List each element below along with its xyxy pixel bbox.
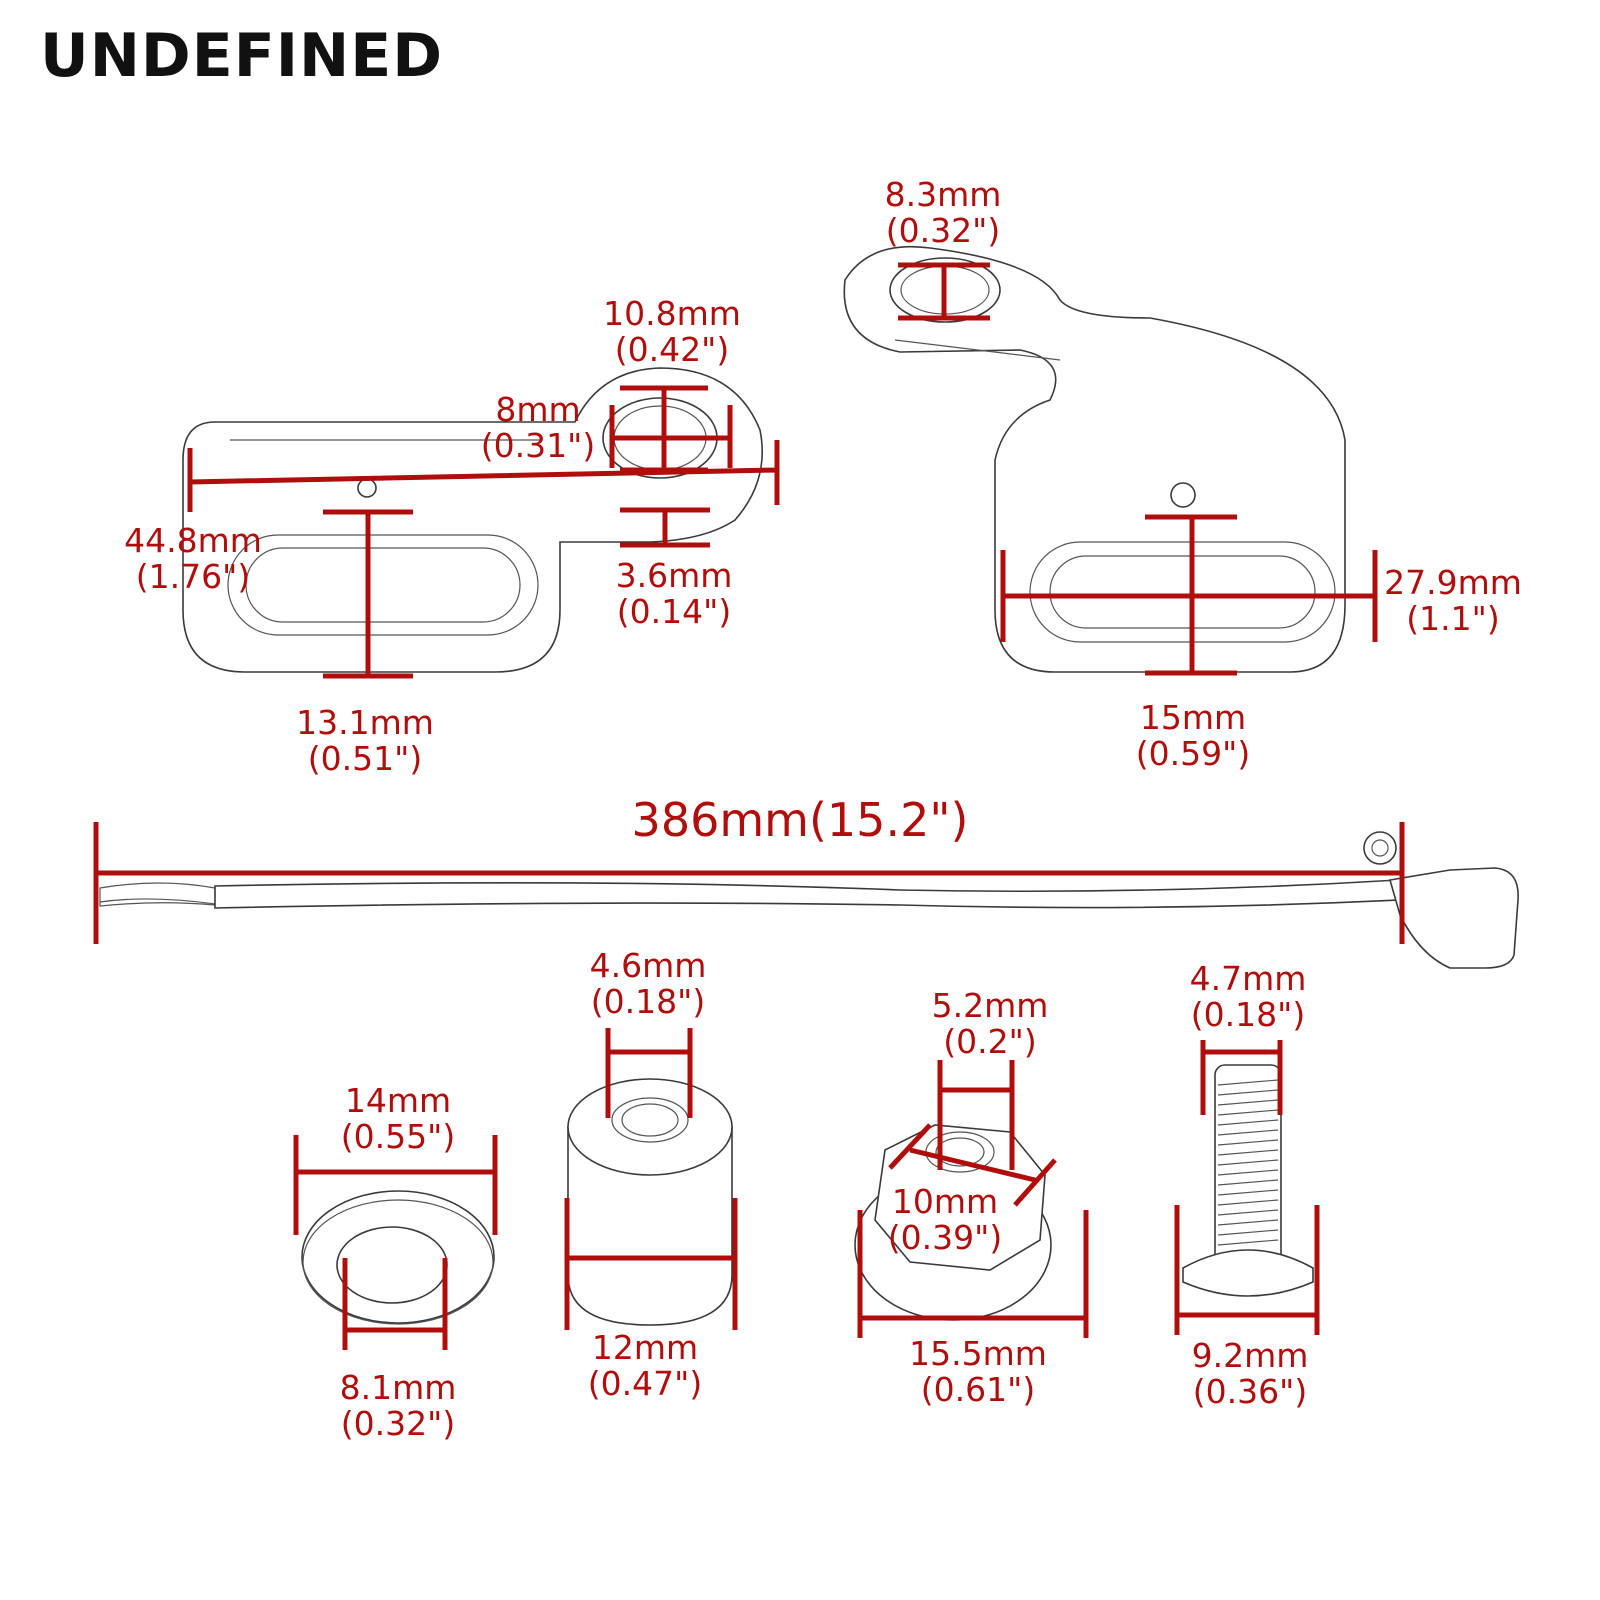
label-nut-flange: 15.5mm (0.61"): [909, 1334, 1047, 1409]
cable-outline: [99, 831, 1519, 969]
dim-line-bolt-thread: [1200, 1040, 1283, 1115]
dim-line-bracket-left-thickness: [620, 507, 710, 548]
label-bracket-right-height: 15mm (0.59"): [1135, 698, 1251, 773]
label-bracket-right-width: 27.9mm (1.1"): [1384, 563, 1522, 638]
dim-line-bracket-left-height: [323, 509, 413, 679]
label-bracket-left-thickness: 3.6mm (0.14"): [615, 556, 733, 631]
dim-line-nut-hex: [888, 1123, 1057, 1207]
dim-line-spacer-hole: [605, 1028, 693, 1118]
bracket-right-outline: [843, 245, 1346, 673]
label-bracket-left-ring: 10.8mm (0.42"): [603, 294, 741, 369]
dim-line-bracket-left-ring: [620, 385, 708, 473]
label-bracket-right-hole: 8.3mm (0.32"): [884, 175, 1002, 250]
dim-line-bracket-right-hole: [898, 262, 990, 321]
flange-nut-outline: [854, 1124, 1052, 1321]
dim-line-washer-inner: [342, 1258, 448, 1350]
label-bolt-head: 9.2mm (0.36"): [1191, 1336, 1309, 1411]
washer-outline: [301, 1190, 495, 1325]
dim-line-bracket-right-width: [1000, 550, 1378, 642]
label-bolt-thread: 4.7mm (0.18"): [1189, 959, 1307, 1034]
dimension-lines: [93, 262, 1405, 1350]
label-bracket-left-length: 44.8mm (1.76"): [124, 521, 262, 596]
dim-line-nut-flange: [857, 1210, 1089, 1338]
dim-line-nut-hole: [937, 1060, 1015, 1170]
spacer-outline: [567, 1078, 733, 1326]
label-cable-length: 386mm(15.2"): [631, 793, 969, 847]
label-bracket-left-height: 13.1mm (0.51"): [296, 703, 434, 778]
label-nut-hex: 10mm (0.39"): [887, 1182, 1003, 1257]
brand-logo: UNDEFINED: [40, 21, 444, 91]
label-nut-hole: 5.2mm (0.2"): [931, 986, 1049, 1061]
label-bracket-left-hole: 8mm (0.31"): [480, 390, 596, 465]
label-spacer-diameter: 12mm (0.47"): [587, 1328, 703, 1403]
dim-line-spacer-diameter: [564, 1198, 738, 1330]
label-washer-outer: 14mm (0.55"): [340, 1081, 456, 1156]
dim-line-bracket-right-height: [1145, 514, 1237, 676]
dim-line-washer-outer: [293, 1135, 498, 1235]
dim-line-bolt-head: [1174, 1205, 1320, 1335]
label-spacer-hole: 4.6mm (0.18"): [589, 946, 707, 1021]
dim-line-cable-length: [93, 822, 1405, 944]
dim-line-bracket-left-hole: [609, 405, 733, 468]
bolt-outline: [1182, 1064, 1314, 1297]
label-washer-inner: 8.1mm (0.32"): [339, 1368, 457, 1443]
